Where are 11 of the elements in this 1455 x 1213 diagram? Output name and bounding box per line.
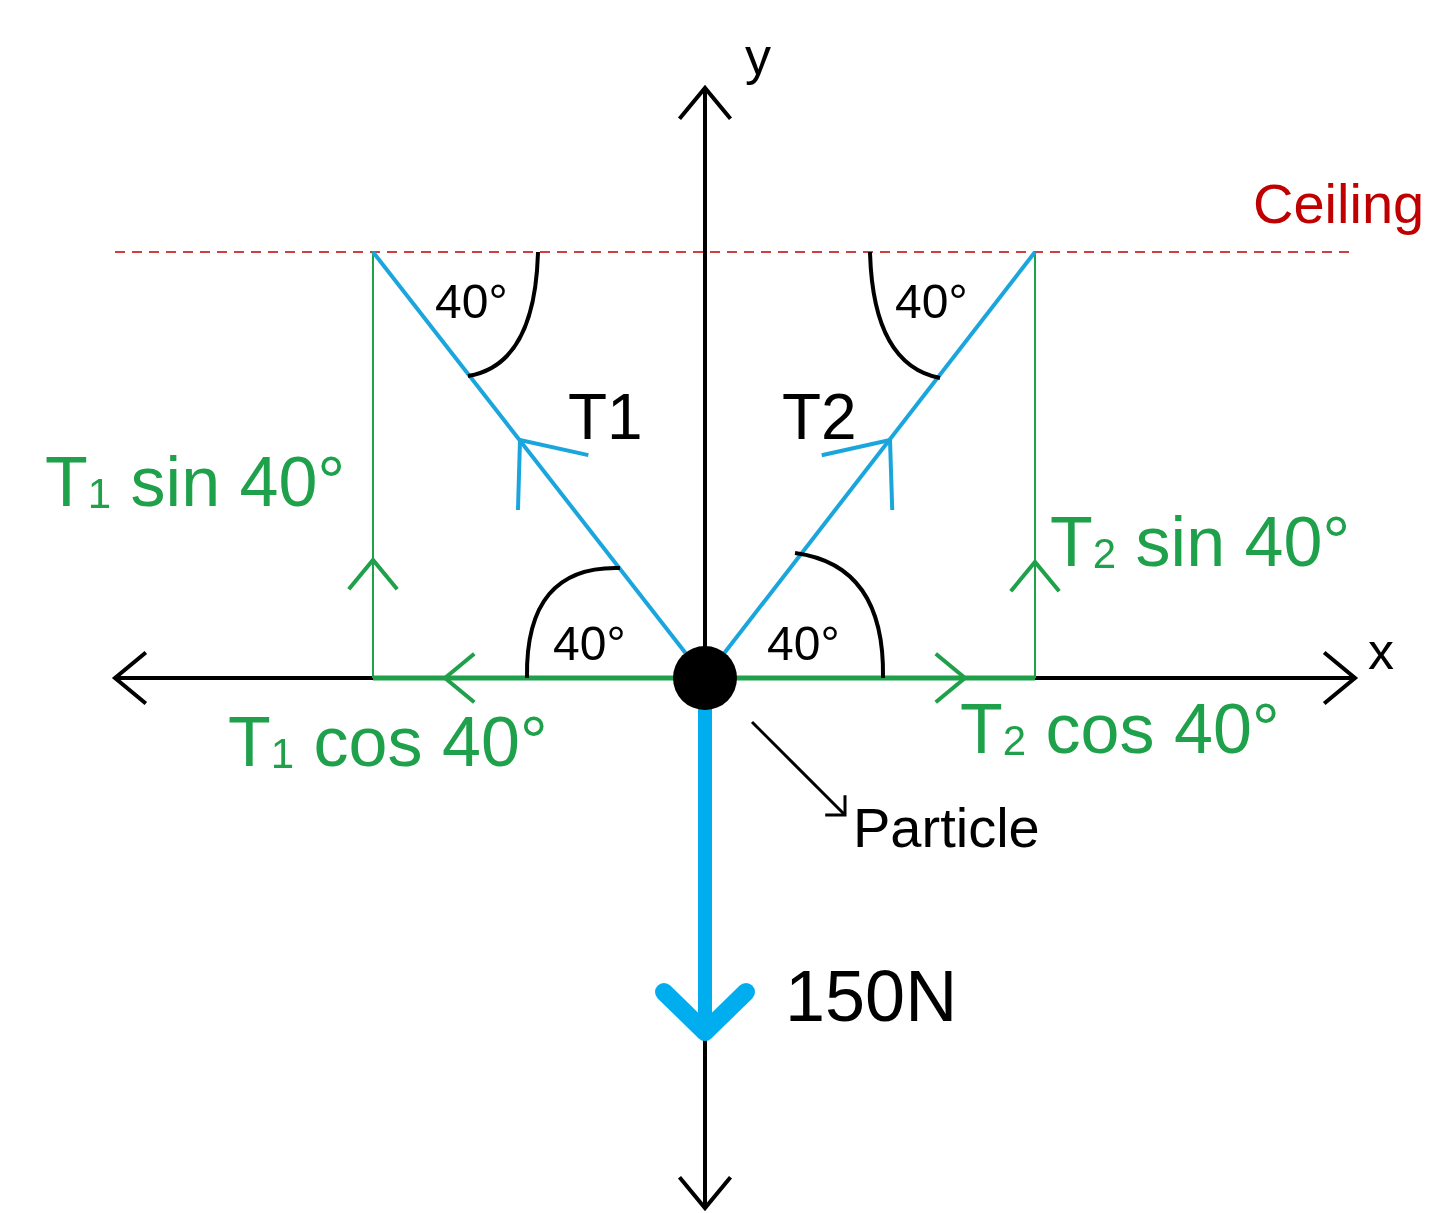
- angle-label: 40°: [895, 278, 968, 326]
- tension-label: T2: [782, 385, 857, 449]
- axis-label: x: [1368, 625, 1394, 677]
- weight-label: 150N: [785, 960, 958, 1032]
- particle-dot: [673, 646, 737, 710]
- angle-label: 40°: [435, 278, 508, 326]
- particle-label: Particle: [853, 800, 1040, 856]
- angle-label: 40°: [767, 620, 840, 668]
- angle-label: 40°: [553, 620, 626, 668]
- leader-line: [750, 720, 847, 817]
- tension-label: T1: [568, 385, 643, 449]
